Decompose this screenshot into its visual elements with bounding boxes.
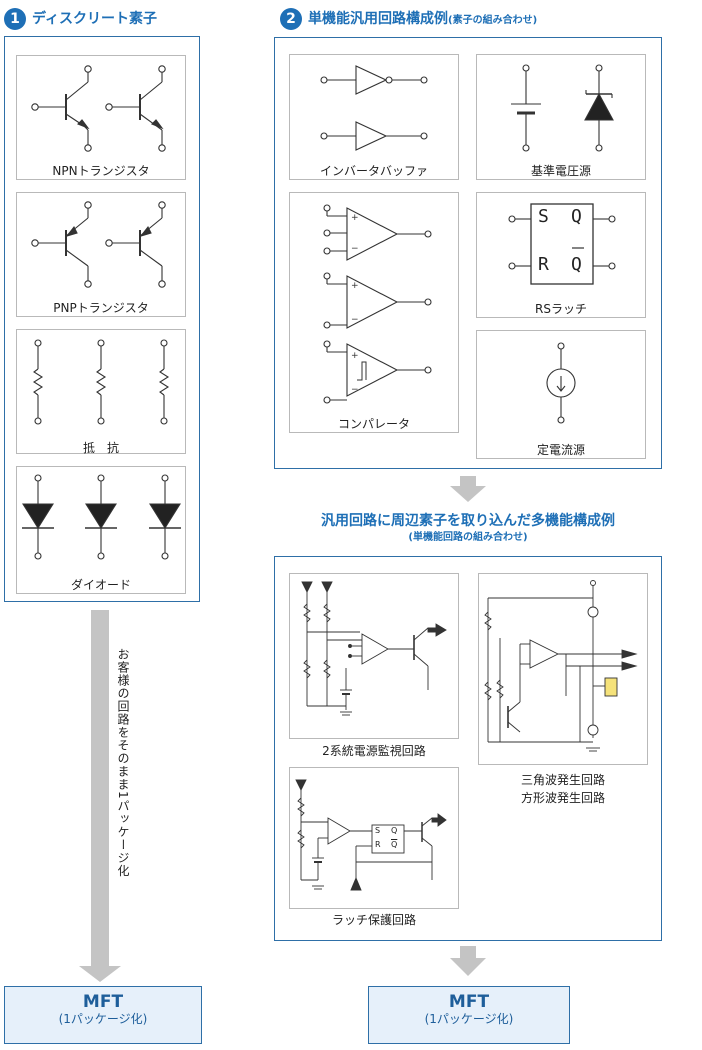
right-arrow-middle [450,476,486,502]
svg-text:+: + [351,213,359,223]
multi-subtitle: (単機能回路の組み合わせ) [408,532,528,543]
comparator-2: + − [323,272,432,329]
rs-latch-symbol [508,203,616,285]
triangle-card [478,573,648,765]
diode-3 [149,474,181,560]
pnp-label: PNPトランジスタ [53,301,149,315]
current-source-symbol [546,342,576,424]
right-arrow-bottom [450,946,486,976]
comparator-label: コンパレータ [337,417,410,431]
mini-rs-s: S [375,826,381,835]
svg-text:−: − [351,244,359,254]
pnp-transistor-1 [31,201,92,288]
mft-right-sub: (1パッケージ化) [424,1012,514,1026]
dual-monitor-circuit [301,581,447,716]
mini-rs-qbar: Q [391,840,398,849]
mini-rs-r: R [375,840,381,849]
comparator-3-hysteresis: + − [323,340,432,404]
mini-rs-q: Q [391,826,398,835]
section-2-title-text: 単機能汎用回路構成例 [308,11,448,27]
mft-left-title: MFT [82,992,124,1012]
svg-text:−: − [351,315,359,325]
mft-right-title: MFT [448,992,490,1012]
latch-protect-circuit [295,779,447,891]
rs-qbar-label: Q [571,254,582,275]
npn-card [16,55,186,180]
rs-q-label: Q [571,206,582,227]
triangle-square-circuit [484,580,638,752]
mft-left-box: MFT (1パッケージ化) [4,986,202,1044]
reference-label: 基準電圧源 [530,164,591,178]
pnp-transistor-2 [105,201,166,288]
section-2-title: 単機能汎用回路構成例(素子の組み合わせ) [308,10,537,30]
resistor-2 [95,339,107,425]
triangle-label: 三角波発生回路 [520,773,605,787]
npn-transistor-2 [105,65,166,152]
section-1-number: 1 [4,8,26,30]
latch-protect-label: ラッチ保護回路 [331,913,416,927]
svg-text:−: − [351,385,359,395]
current-source-label: 定電流源 [536,443,585,457]
rs-r-label: R [538,254,549,275]
npn-label: NPNトランジスタ [52,164,150,178]
npn-transistor-1 [31,65,92,152]
pnp-card [16,192,186,317]
resistor-label: 抵 抗 [82,441,119,455]
diode-label: ダイオード [70,578,131,592]
mft-left-sub: (1パッケージ化) [58,1012,148,1026]
section-1-title: ディスクリート素子 [32,11,158,27]
rs-latch-label: RSラッチ [535,302,587,316]
inverter-label: インバータバッファ [319,164,428,178]
diode-1 [22,474,54,560]
mft-right-box: MFT (1パッケージ化) [368,986,570,1044]
inverter-symbol [320,65,428,95]
reference-zener-cap [511,64,541,152]
section-2-subtitle: (素子の組み合わせ) [448,15,538,26]
buffer-symbol [320,121,428,151]
svg-text:+: + [351,281,359,291]
resistor-3 [158,339,170,425]
resistor-1 [32,339,44,425]
svg-text:+: + [351,351,359,361]
multi-title: 汎用回路に周辺素子を取り込んだ多機能構成例 [321,513,615,529]
dual-monitor-label: 2系統電源監視回路 [322,744,426,758]
arrow-caption: お客様の回路をそのまま1パッケージ化 [116,648,130,878]
square-label: 方形波発生回路 [520,791,605,805]
reference-card [476,54,646,180]
left-long-arrow [79,610,121,982]
rs-s-label: S [538,206,549,227]
reference-zener [584,64,614,152]
comparator-1: + − [323,204,432,261]
diode-2 [85,474,117,560]
section-2-number: 2 [280,8,302,30]
